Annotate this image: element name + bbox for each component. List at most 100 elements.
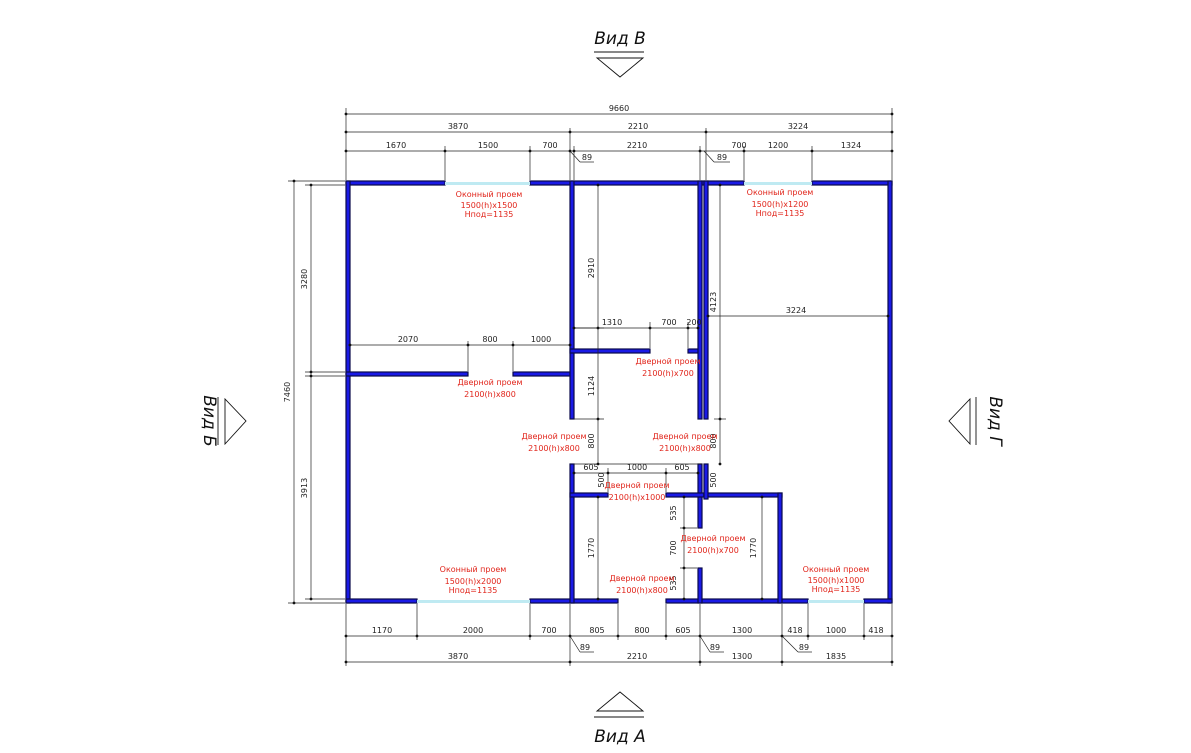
tick xyxy=(292,179,296,183)
tick xyxy=(568,660,572,664)
door-label-5-title: Дверной проем xyxy=(605,481,670,490)
wall-bottom-1 xyxy=(345,598,418,604)
wall-int-v1-top xyxy=(569,180,575,420)
tick xyxy=(806,634,810,638)
opening-labels: Оконный проем 1500(h)x1500 Hпод=1135 Око… xyxy=(440,188,870,595)
tick xyxy=(780,634,784,638)
dim-top-3224: 3224 xyxy=(788,122,808,131)
dim-bot2-1300: 1300 xyxy=(732,652,752,661)
tick xyxy=(596,183,600,187)
window-label-4-title: Оконный проем xyxy=(803,565,870,574)
tick xyxy=(682,495,686,499)
tick xyxy=(596,495,600,499)
tick xyxy=(616,634,620,638)
wall-int-v1-bottom xyxy=(569,463,575,604)
tick xyxy=(862,634,866,638)
wall-left xyxy=(345,180,351,604)
view-label-left: Вид Б xyxy=(199,395,219,447)
dimension-texts: 9660 3870 2210 3224 1670 1500 700 2210 7… xyxy=(283,104,884,661)
tick xyxy=(890,660,894,664)
door-label-4-size: 2100(h)x800 xyxy=(659,444,711,453)
dim-9660: 9660 xyxy=(609,104,629,113)
dim-bot-418a: 418 xyxy=(787,626,802,635)
dim-1000b: 1000 xyxy=(627,463,647,472)
wall-top-left xyxy=(345,180,446,186)
tick xyxy=(309,183,313,187)
tick xyxy=(511,343,515,347)
wall-bath-left xyxy=(569,492,609,498)
tick xyxy=(696,326,700,330)
dim-top-1324: 1324 xyxy=(841,141,861,150)
dim-top-700b: 700 xyxy=(731,141,746,150)
tick xyxy=(698,660,702,664)
dim-535b: 535 xyxy=(669,575,678,590)
dim-535a: 535 xyxy=(669,505,678,520)
dim-700c: 700 xyxy=(661,318,676,327)
dim-top-89b: 89 xyxy=(717,153,727,162)
wall-bottom-3 xyxy=(665,598,809,604)
tick xyxy=(344,634,348,638)
tick xyxy=(572,471,576,475)
wall-int-v2-bot xyxy=(697,567,703,604)
view-label-top: Вид В xyxy=(594,29,646,49)
tick xyxy=(466,343,470,347)
dim-bot-2000: 2000 xyxy=(463,626,483,635)
tick xyxy=(528,634,532,638)
tick xyxy=(890,112,894,116)
walls xyxy=(345,180,893,604)
dim-left-3913: 3913 xyxy=(300,478,309,498)
dim-1124: 1124 xyxy=(587,376,596,396)
dim-top-1670: 1670 xyxy=(386,141,406,150)
door-label-7-title: Дверной проем xyxy=(610,574,675,583)
tick xyxy=(886,314,890,318)
dim-200: 200 xyxy=(686,318,701,327)
wall-int-left-b xyxy=(512,371,573,377)
tick xyxy=(606,471,610,475)
tick xyxy=(568,130,572,134)
dim-bot-1000: 1000 xyxy=(826,626,846,635)
wall-bath-right xyxy=(703,492,783,498)
door-label-6-size: 2100(h)x700 xyxy=(687,546,739,555)
dim-2910: 2910 xyxy=(587,258,596,278)
tick xyxy=(344,660,348,664)
dim-top-2210: 2210 xyxy=(628,122,648,131)
dim-bot-800: 800 xyxy=(634,626,649,635)
door-label-1-size: 2100(h)x800 xyxy=(464,390,516,399)
dim-left-7460: 7460 xyxy=(283,382,292,402)
window-label-1-sill: Hпод=1135 xyxy=(465,210,514,219)
tick xyxy=(348,343,352,347)
tick xyxy=(596,597,600,601)
tick xyxy=(292,601,296,605)
tick xyxy=(596,462,600,466)
tick xyxy=(309,370,313,374)
door-label-7-size: 2100(h)x800 xyxy=(616,586,668,595)
tick xyxy=(648,326,652,330)
dim-605a: 605 xyxy=(583,463,598,472)
tick xyxy=(682,597,686,601)
tick xyxy=(344,149,348,153)
door-label-3-size: 2100(h)x800 xyxy=(528,444,580,453)
view-markers xyxy=(217,51,977,718)
dimension-ticks xyxy=(292,112,894,664)
dim-605b: 605 xyxy=(674,463,689,472)
door-label-1-title: Дверной проем xyxy=(458,378,523,387)
tick xyxy=(572,149,576,153)
dim-bot-805: 805 xyxy=(589,626,604,635)
leader xyxy=(703,150,715,163)
dim-b89c: 89 xyxy=(799,643,809,652)
window-label-3-title: Оконный проем xyxy=(440,565,507,574)
tick xyxy=(760,597,764,601)
leader xyxy=(781,635,799,653)
dim-4123: 4123 xyxy=(709,292,718,312)
door-label-6-title: Дверной проем xyxy=(681,534,746,543)
tick xyxy=(890,130,894,134)
window-label-4-size: 1500(h)x1000 xyxy=(808,576,865,585)
tick xyxy=(443,149,447,153)
tick xyxy=(718,462,722,466)
tick xyxy=(572,326,576,330)
tick xyxy=(780,660,784,664)
tick xyxy=(704,130,708,134)
window-label-3-size: 1500(h)x2000 xyxy=(445,577,502,586)
tick xyxy=(760,495,764,499)
